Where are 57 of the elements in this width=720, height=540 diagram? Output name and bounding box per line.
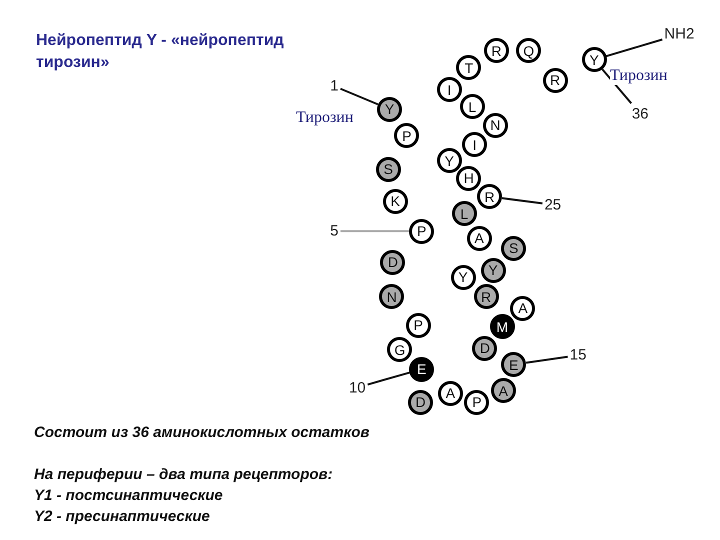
- amino-acid-circle: Y: [582, 47, 607, 72]
- residue-number: 36: [632, 105, 649, 122]
- amino-acid-circle: Y: [377, 96, 402, 122]
- amino-acid-circle: R: [474, 284, 499, 310]
- amino-acid-circle: I: [436, 77, 462, 102]
- leader-line: [367, 372, 410, 386]
- amino-acid-circle: P: [394, 123, 420, 148]
- title: Нейропептид Y - «нейропептид тирозин»: [36, 31, 285, 73]
- leader-line: [526, 356, 568, 364]
- amino-acid-circle: D: [408, 390, 434, 415]
- amino-acid-circle: D: [472, 336, 498, 361]
- residue-number: 15: [570, 346, 586, 364]
- amino-acid-circle: T: [456, 55, 482, 80]
- amino-acid-circle: N: [482, 112, 508, 138]
- annotation-label: Тирозин: [610, 67, 668, 85]
- amino-acid-circle: G: [387, 337, 412, 362]
- amino-acid-circle: E: [501, 352, 526, 377]
- amino-acid-circle: R: [484, 38, 509, 64]
- amino-acid-circle: P: [464, 390, 490, 415]
- leader-line: [340, 88, 378, 106]
- residue-number: 5: [330, 222, 338, 240]
- amino-acid-circle: A: [490, 378, 516, 404]
- amino-acid-circle: I: [462, 132, 488, 158]
- amino-acid-circle: K: [382, 188, 408, 214]
- amino-acid-circle: A: [510, 296, 536, 321]
- amino-acid-circle: H: [456, 166, 482, 191]
- residue-number: NH2: [664, 26, 694, 43]
- note-text: Состоит из 36 аминокислотных остатков: [34, 424, 370, 441]
- amino-acid-circle: M: [490, 314, 515, 340]
- amino-acid-circle: E: [409, 356, 434, 382]
- amino-acid-circle: A: [466, 226, 492, 250]
- note-text: Y2 - пресинаптические: [34, 508, 210, 525]
- residue-number: 1: [330, 78, 338, 95]
- note-text: Y1 - постсинаптические: [34, 487, 223, 504]
- amino-acid-circle: Q: [516, 38, 542, 64]
- amino-acid-circle: S: [501, 236, 526, 261]
- amino-acid-circle: L: [460, 94, 485, 120]
- leader-line: [606, 38, 663, 58]
- amino-acid-circle: A: [438, 380, 463, 406]
- amino-acid-circle: P: [406, 312, 431, 338]
- amino-acid-circle: Y: [450, 264, 476, 290]
- leader-line: [340, 230, 410, 232]
- annotation-label: Тирозин: [296, 109, 354, 127]
- amino-acid-circle: R: [477, 184, 502, 210]
- note-text: На периферии – два типа рецепторов:: [34, 466, 333, 483]
- leader-line: [602, 68, 632, 104]
- amino-acid-circle: Y: [480, 258, 506, 283]
- amino-acid-circle: S: [376, 156, 401, 182]
- amino-acid-circle: L: [452, 201, 477, 226]
- leader-line: [502, 197, 543, 204]
- amino-acid-circle: N: [379, 284, 404, 310]
- amino-acid-circle: P: [409, 218, 434, 244]
- amino-acid-circle: D: [380, 250, 406, 275]
- amino-acid-circle: Y: [436, 148, 462, 174]
- residue-number: 10: [348, 379, 366, 396]
- amino-acid-circle: R: [542, 68, 568, 93]
- residue-number: 25: [544, 196, 562, 214]
